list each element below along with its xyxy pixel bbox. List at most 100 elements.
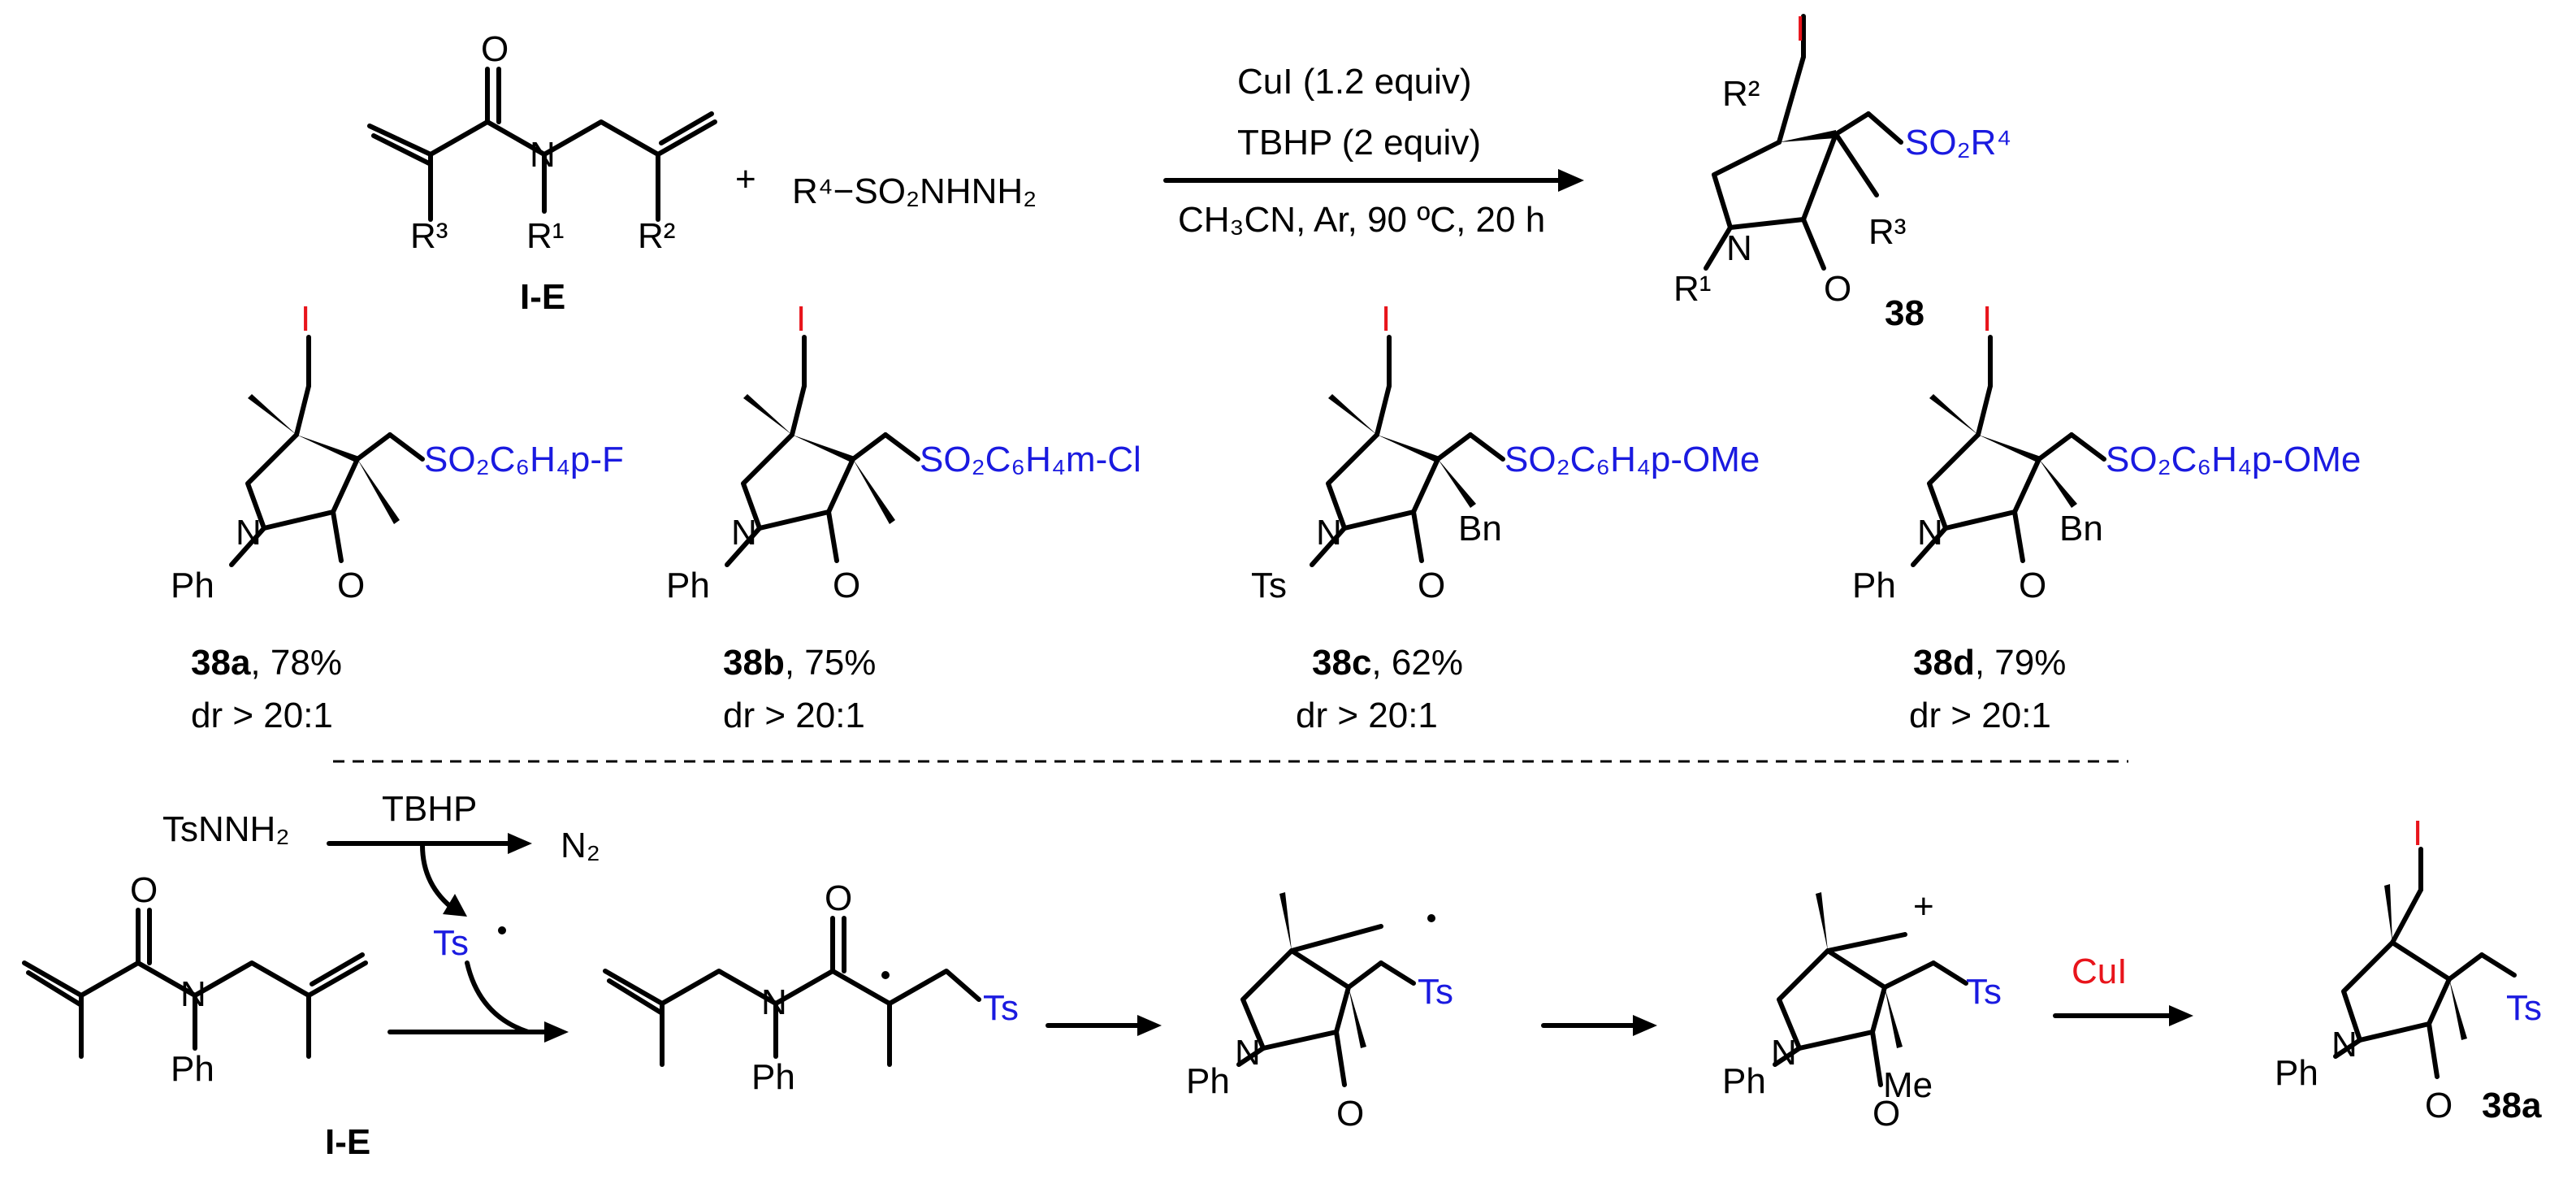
yield: , 78% bbox=[250, 643, 342, 683]
caption: 38b, 75% bbox=[723, 643, 876, 683]
dr-value: dr > 20:1 bbox=[723, 696, 865, 735]
example-38c: I SO₂C₆H₄p-OMe N Ts O Bn 38c, 62% dr > 2… bbox=[1251, 299, 1760, 735]
cation-plus: + bbox=[1913, 887, 1934, 926]
radical-dot bbox=[1427, 914, 1435, 922]
compound-id: 38c bbox=[1312, 643, 1371, 683]
n-atom: N bbox=[1316, 513, 1342, 553]
cui-reagent: CuI bbox=[2072, 952, 2127, 991]
example-38d: I SO₂C₆H₄p-OMe N Ph O Bn 38d, 79% dr > 2… bbox=[1852, 299, 2361, 735]
compound-id: 38b bbox=[723, 643, 785, 683]
ts-group: Ts bbox=[983, 988, 1019, 1028]
n-atom: N bbox=[236, 513, 262, 553]
n-atom: N bbox=[731, 513, 757, 553]
tbhp-label: TBHP bbox=[382, 789, 477, 829]
product-38a-final: I N Ph O Ts 38a bbox=[2275, 813, 2542, 1125]
sulfonyl-label: SO₂C₆H₄p-F bbox=[424, 440, 624, 479]
ph-sub: Ph bbox=[751, 1057, 795, 1097]
arrow-1 bbox=[544, 1021, 569, 1043]
compound-id: 38a bbox=[191, 643, 251, 683]
n-atom: N bbox=[1235, 1033, 1261, 1073]
ph-sub: Ph bbox=[1186, 1061, 1230, 1101]
arrow-3 bbox=[1633, 1015, 1657, 1036]
n-atom: N bbox=[1726, 228, 1752, 268]
dr-value: dr > 20:1 bbox=[191, 696, 333, 735]
product-label-38: 38 bbox=[1885, 293, 1924, 333]
radical-dot bbox=[498, 926, 506, 934]
o-atom: O bbox=[825, 878, 852, 918]
condition-3: CH₃CN, Ar, 90 ºC, 20 h bbox=[1178, 200, 1545, 240]
r1: R¹ bbox=[1673, 269, 1711, 309]
o-atom: O bbox=[1336, 1094, 1364, 1134]
so2r4: SO₂R⁴ bbox=[1905, 123, 2011, 163]
n-atom: N bbox=[1917, 513, 1943, 553]
iodine: I bbox=[1982, 299, 1992, 339]
ie-label: I-E bbox=[520, 277, 565, 317]
mechanism-start-ie: O N Ph I-E bbox=[22, 870, 370, 1162]
r2: R² bbox=[1722, 74, 1760, 114]
reaction-arrow-top: CuI (1.2 equiv) TBHP (2 equiv) CH₃CN, Ar… bbox=[1163, 62, 1584, 240]
o-atom: O bbox=[1418, 566, 1445, 605]
o-atom: O bbox=[130, 870, 158, 910]
n-substituent: Ph bbox=[666, 566, 710, 605]
yield: , 62% bbox=[1371, 643, 1463, 683]
o-atom: O bbox=[2425, 1086, 2453, 1125]
plus-sign: + bbox=[735, 159, 756, 199]
r1-label: R¹ bbox=[526, 216, 564, 256]
sulfonyl-label: SO₂C₆H₄p-OMe bbox=[2106, 440, 2361, 479]
intermediate-carbocation: + N Ph O Me Ts bbox=[1722, 887, 2002, 1134]
ph-sub: Ph bbox=[1722, 1061, 1766, 1101]
yield: , 79% bbox=[1975, 643, 2067, 683]
caption: 38c, 62% bbox=[1312, 643, 1463, 683]
intermediate-cyclized-radical: N Ph O Ts bbox=[1186, 892, 1453, 1134]
iodine: I bbox=[1795, 9, 1805, 49]
carbonyl-o: O bbox=[481, 29, 509, 69]
n-substituent: Ph bbox=[171, 566, 214, 605]
n2-byproduct: N₂ bbox=[561, 826, 600, 865]
amide-n: N bbox=[530, 135, 556, 175]
dr-value: dr > 20:1 bbox=[1909, 696, 2051, 735]
iodine: I bbox=[2413, 813, 2422, 853]
ie-label-mech: I-E bbox=[325, 1122, 370, 1162]
cui-step: CuI bbox=[2053, 952, 2193, 1026]
o-atom: O bbox=[1872, 1094, 1900, 1134]
n-substituent: Ph bbox=[1852, 566, 1896, 605]
ph-sub: Ph bbox=[171, 1049, 214, 1089]
ts-hydrazide: TsNNH₂ bbox=[162, 809, 289, 849]
starting-diene-amide: O N R³ R¹ R² I-E bbox=[367, 29, 717, 317]
mechanism-radical-generation: TsNNH₂ TBHP N₂ Ts bbox=[162, 789, 600, 1034]
sulfonyl-label: SO₂C₆H₄p-OMe bbox=[1504, 440, 1760, 479]
product-label-38a: 38a bbox=[2482, 1086, 2542, 1125]
r3-label: R³ bbox=[410, 216, 448, 256]
intermediate-acyl-radical: O N Ph Ts bbox=[603, 878, 1019, 1097]
o-atom: O bbox=[337, 566, 365, 605]
r2-label: R² bbox=[638, 216, 675, 256]
c3-substituent: Bn bbox=[1458, 509, 1502, 548]
ts-group: Ts bbox=[1966, 972, 2002, 1012]
dr-value: dr > 20:1 bbox=[1296, 696, 1438, 735]
iodine: I bbox=[301, 299, 310, 339]
n-atom: N bbox=[2331, 1025, 2357, 1064]
arrow-2 bbox=[1137, 1015, 1162, 1036]
n-atom: N bbox=[761, 982, 787, 1022]
product-38-general: I R² SO₂R⁴ R³ N R¹ O 38 bbox=[1673, 9, 2011, 333]
n-atom: N bbox=[180, 974, 206, 1014]
r3: R³ bbox=[1868, 212, 1906, 252]
iodine: I bbox=[1381, 299, 1391, 339]
c3-substituent: Bn bbox=[2059, 509, 2103, 548]
ts-radical: Ts bbox=[433, 923, 469, 963]
o-atom: O bbox=[1824, 269, 1851, 309]
n-atom: N bbox=[1771, 1033, 1797, 1073]
sulfonyl-label: SO₂C₆H₄m-Cl bbox=[920, 440, 1141, 479]
compound-id: 38d bbox=[1913, 643, 1975, 683]
ts-group: Ts bbox=[2506, 988, 2542, 1028]
radical-dot bbox=[881, 971, 890, 979]
caption: 38a, 78% bbox=[191, 643, 342, 683]
me-label: Me bbox=[1883, 1065, 1933, 1105]
condition-2: TBHP (2 equiv) bbox=[1237, 123, 1481, 163]
sulfonyl-hydrazide: R⁴−SO₂NHNH₂ bbox=[792, 171, 1037, 211]
example-38a: I SO₂C₆H₄p-F N Ph O 38a, 78% dr > 20:1 bbox=[171, 299, 624, 735]
n-substituent: Ts bbox=[1251, 566, 1287, 605]
o-atom: O bbox=[2019, 566, 2046, 605]
ts-group: Ts bbox=[1418, 972, 1453, 1012]
